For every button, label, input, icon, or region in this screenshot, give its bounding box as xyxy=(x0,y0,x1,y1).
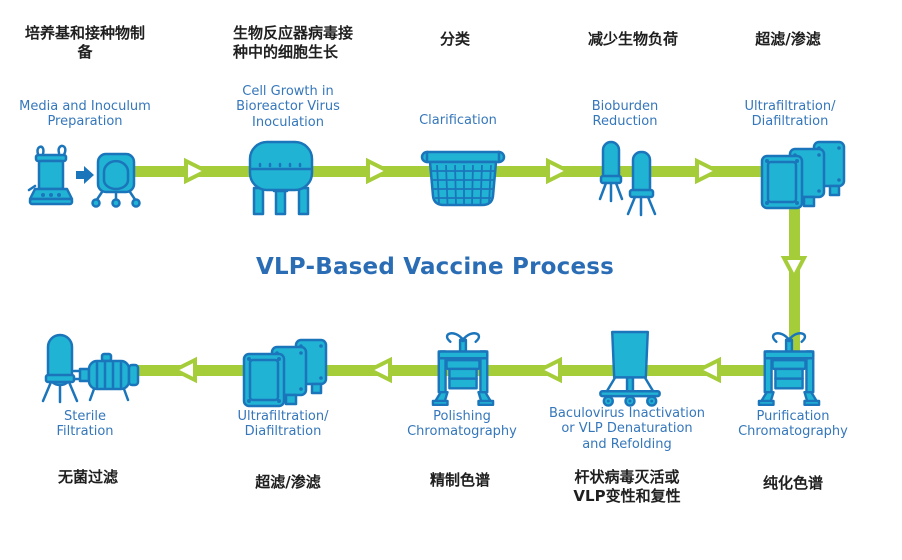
flow-arrowhead-down xyxy=(780,256,808,282)
flow-arrowhead-right-4 xyxy=(695,157,722,185)
flow-arrowhead-right-2 xyxy=(366,157,393,185)
stage-bioburden-en-label: Bioburden Reduction xyxy=(591,99,659,130)
stage-polishing-en-label: Polishing Chromatography xyxy=(407,409,517,440)
chromatography-press-icon xyxy=(431,332,495,407)
stage-clarification-zh-label: 分类 xyxy=(439,30,470,48)
stage-ultrafiltration-bottom-en-label: Ultrafiltration/ Diafiltration xyxy=(237,409,329,440)
stage-sterile-zh-label: 无菌过滤 xyxy=(57,468,118,486)
stage-ultrafiltration-top-zh-label: 超滤/渗滤 xyxy=(755,30,821,48)
bioburden-filter-columns-icon xyxy=(598,140,657,217)
flow-arrowhead-left-3 xyxy=(365,356,392,384)
clarification-basket-icon xyxy=(420,150,506,207)
ultrafiltration-cassettes-icon xyxy=(760,140,846,210)
stage-inactivation-zh-label: 杆状病毒灭活或 VLP变性和复性 xyxy=(573,468,681,505)
diagram-title: VLP-Based Vaccine Process xyxy=(255,254,615,280)
right-flow-line xyxy=(789,198,800,368)
stage-clarification-en-label: Clarification xyxy=(419,113,497,128)
stage-sterile-en-label: Sterile Filtration xyxy=(56,409,114,440)
flow-arrowhead-left-2 xyxy=(535,356,562,384)
ultrafiltration-cassettes-icon xyxy=(242,338,328,408)
stage-bioburden-zh-label: 减少生物负荷 xyxy=(587,30,678,48)
sterile-filtration-icon xyxy=(41,333,140,404)
stage-polishing-zh-label: 精制色谱 xyxy=(429,471,490,489)
inactivation-tank-icon xyxy=(599,330,661,407)
media-inoculum-icon xyxy=(27,144,141,208)
stage-purification-en-label: Purification Chromatography xyxy=(738,409,848,440)
flow-arrowhead-right-3 xyxy=(546,157,573,185)
flow-arrowhead-right-1 xyxy=(184,157,211,185)
stage-media-en-label: Media and Inoculum Preparation xyxy=(19,99,151,130)
flow-arrowhead-left-4 xyxy=(170,356,197,384)
stage-cell-growth-en-label: Cell Growth in Bioreactor Virus Inoculat… xyxy=(236,84,340,130)
stage-ultrafiltration-top-en-label: Ultrafiltration/ Diafiltration xyxy=(744,99,836,130)
stage-purification-zh-label: 纯化色谱 xyxy=(762,474,823,492)
stage-media-zh-label: 培养基和接种物制 备 xyxy=(24,24,145,61)
flow-arrowhead-left-1 xyxy=(694,356,721,384)
stage-cell-growth-zh-label: 生物反应器病毒接 种中的细胞生长 xyxy=(233,24,354,61)
chromatography-press-icon xyxy=(757,332,821,407)
stage-inactivation-en-label: Baculovirus Inactivation or VLP Denatura… xyxy=(548,406,706,452)
stage-ultrafiltration-bottom-zh-label: 超滤/渗滤 xyxy=(255,473,321,491)
bioreactor-icon xyxy=(248,140,314,216)
